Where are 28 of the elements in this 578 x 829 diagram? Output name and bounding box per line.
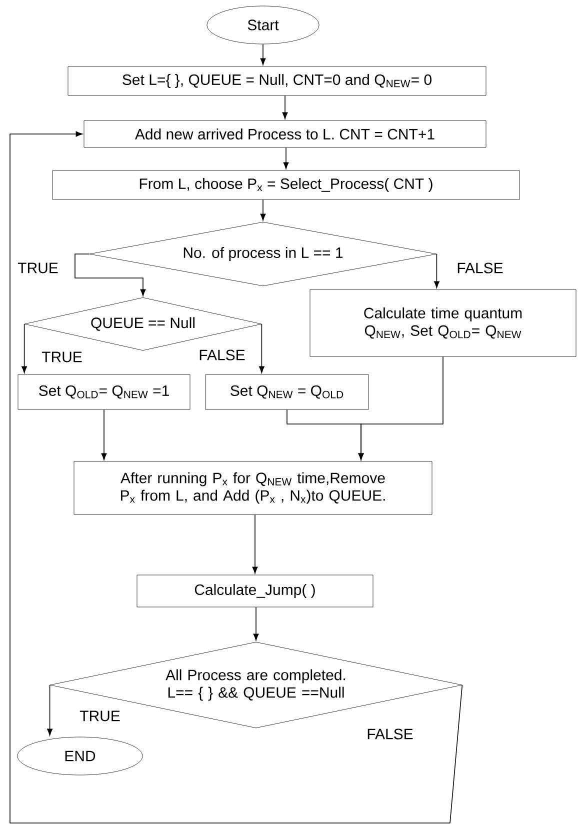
arrow <box>358 356 444 460</box>
process-box: From L, choose P$_{x}$ = Select_Process( CNT ) <box>52 170 520 200</box>
arrow <box>22 324 27 374</box>
arrow <box>283 147 289 170</box>
arrow <box>282 95 288 120</box>
edge-label: FALSE <box>366 728 414 740</box>
arrow <box>259 324 264 374</box>
arrow <box>260 44 266 66</box>
edge-label: FALSE <box>198 348 246 362</box>
arrow <box>101 409 107 460</box>
edge-label: TRUE <box>78 710 122 722</box>
arrow <box>260 199 266 221</box>
arrow <box>253 606 259 641</box>
arrow <box>252 514 258 574</box>
process-box: Add new arrived Process to L. CNT = CNT+1 <box>84 120 486 148</box>
process-box: Calculate time quantum Q$_{NEW}$, Set Q$_{OLD}$= Q$_{NEW}$ <box>310 289 576 357</box>
arrow <box>434 254 440 288</box>
arrow <box>47 684 52 736</box>
process-box: Set Q$_{OLD}$= Q$_{NEW}$ =1 <box>18 374 190 410</box>
process-box: Calculate_Jump( ) <box>136 574 374 608</box>
arrow <box>10 131 463 824</box>
arrow <box>74 254 146 296</box>
process-box: Set L={ }, QUEUE = Null, CNT=0 and Q$_{NEW}$= 0 <box>68 66 486 96</box>
process-box: After running P$_{x}$ for Q$_{NEW}$ time,Remove P$_{x}$ from L, and Add (P$_{x}$ , N$_{x}$)to QUEUE. <box>74 461 432 515</box>
process-box: Set Q$_{NEW}$ = Q$_{OLD}$ <box>205 374 369 410</box>
edge-label: TRUE <box>40 350 84 364</box>
edge-label: FALSE <box>456 262 504 274</box>
edge-label: TRUE <box>16 262 60 274</box>
